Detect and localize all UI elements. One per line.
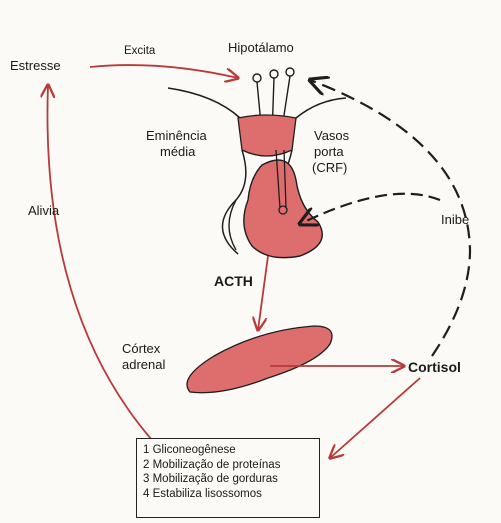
inhibits-feedback-pituitary [300, 194, 440, 224]
hypothalamus-outline [168, 88, 346, 118]
relieves-arrow [47, 85, 152, 440]
median-eminence [238, 115, 296, 156]
anterior-pituitary [244, 160, 322, 258]
inhibits-label: Inibe [441, 212, 469, 227]
hypothalamus-label: Hipotálamo [228, 40, 294, 55]
portal-vessels-label-3: (CRF) [312, 160, 347, 175]
median-eminence-label-1: Eminência [146, 128, 207, 143]
cortisol-label: Cortisol [408, 360, 461, 375]
acth-label: ACTH [214, 274, 253, 289]
cortisol-to-actions-arrow [330, 378, 420, 458]
portal-vessels-label-1: Vasos [314, 128, 349, 143]
cortisol-actions-box: 1 Gliconeogênese 2 Mobilização de proteí… [136, 438, 320, 518]
excites-arrow [90, 65, 238, 78]
action-item: 4 Estabiliza lisossomos [143, 487, 313, 502]
action-item: 3 Mobilização de gorduras [143, 472, 313, 487]
adrenal-cortex-label-2: adrenal [122, 357, 165, 372]
excites-label: Excita [124, 44, 155, 59]
adrenal-cortex-label-1: Córtex [122, 341, 160, 356]
acth-arrow [258, 256, 268, 330]
adrenal-cortex-shape [187, 326, 332, 393]
median-eminence-label-2: média [160, 144, 195, 159]
stress-label: Estresse [10, 58, 61, 73]
action-item: 2 Mobilização de proteínas [143, 458, 313, 473]
action-item: 1 Gliconeogênese [143, 443, 313, 458]
relieves-label: Alivia [28, 203, 59, 218]
portal-vessels-label-2: porta [314, 144, 344, 159]
